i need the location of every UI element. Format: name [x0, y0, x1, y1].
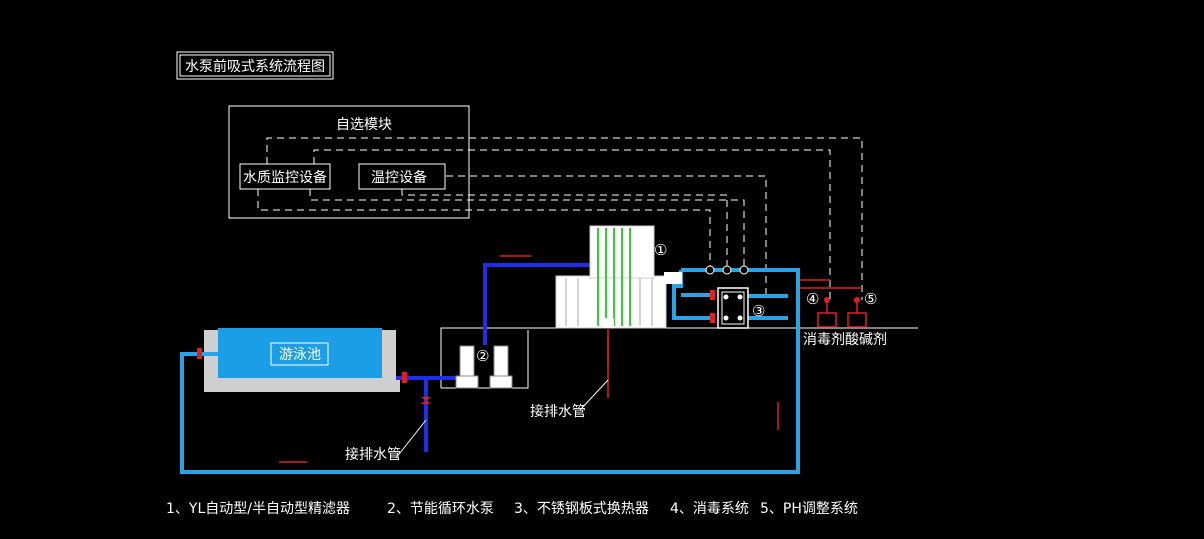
legend-item-2: 2、节能循环水泵: [387, 501, 494, 517]
pool-label: 游泳池: [279, 347, 321, 363]
chemicals-label: 消毒剂酸碱剂: [803, 332, 887, 348]
title-box: 水泵前吸式系统流程图: [176, 51, 334, 80]
signal-lines: [257, 137, 863, 300]
exchanger-valve-2: [710, 313, 715, 323]
water-quality-label: 水质监控设备: [243, 169, 327, 186]
pool-outlet-valve: [197, 348, 202, 359]
ph-marker: ⑤: [864, 290, 877, 308]
legend-item-3: 3、不锈钢板式换热器: [514, 501, 649, 517]
pump-marker: ②: [476, 347, 489, 365]
blue-pipes: [396, 263, 590, 452]
water-quality-box: [239, 163, 331, 190]
valves: [197, 290, 715, 404]
exchanger-valve-1: [710, 290, 715, 300]
exchanger-marker: ③: [752, 302, 765, 320]
pool-water: [218, 328, 382, 378]
legend-item-1: 1、YL自动型/半自动型精滤器: [166, 501, 350, 517]
legend-item-5: 5、PH调整系统: [760, 501, 858, 517]
filter-marker: ①: [654, 241, 667, 259]
module-title: 自选模块: [336, 117, 392, 133]
pump-unit: ②: [455, 345, 513, 389]
dosing-systems: ④ ⑤ 消毒剂酸碱剂: [800, 279, 887, 348]
pool-return-valve: [402, 372, 407, 383]
legend-item-4: 4、消毒系统: [670, 501, 749, 517]
drain-valve: [421, 397, 431, 404]
drain-label-left: 接排水管: [345, 446, 401, 463]
temp-control-label: 温控设备: [371, 169, 427, 186]
sensors: [705, 265, 749, 275]
heat-exchanger: ③: [717, 287, 765, 329]
disinfect-marker: ④: [806, 290, 819, 308]
filter-unit: ①: [555, 225, 682, 398]
swimming-pool: 游泳池: [204, 328, 400, 392]
drain-label-right: 接排水管: [530, 403, 586, 420]
drain-labels: 接排水管 接排水管: [345, 379, 609, 463]
diagram-title: 水泵前吸式系统流程图: [185, 58, 325, 75]
optional-module: 自选模块 水质监控设备 温控设备: [228, 105, 470, 219]
